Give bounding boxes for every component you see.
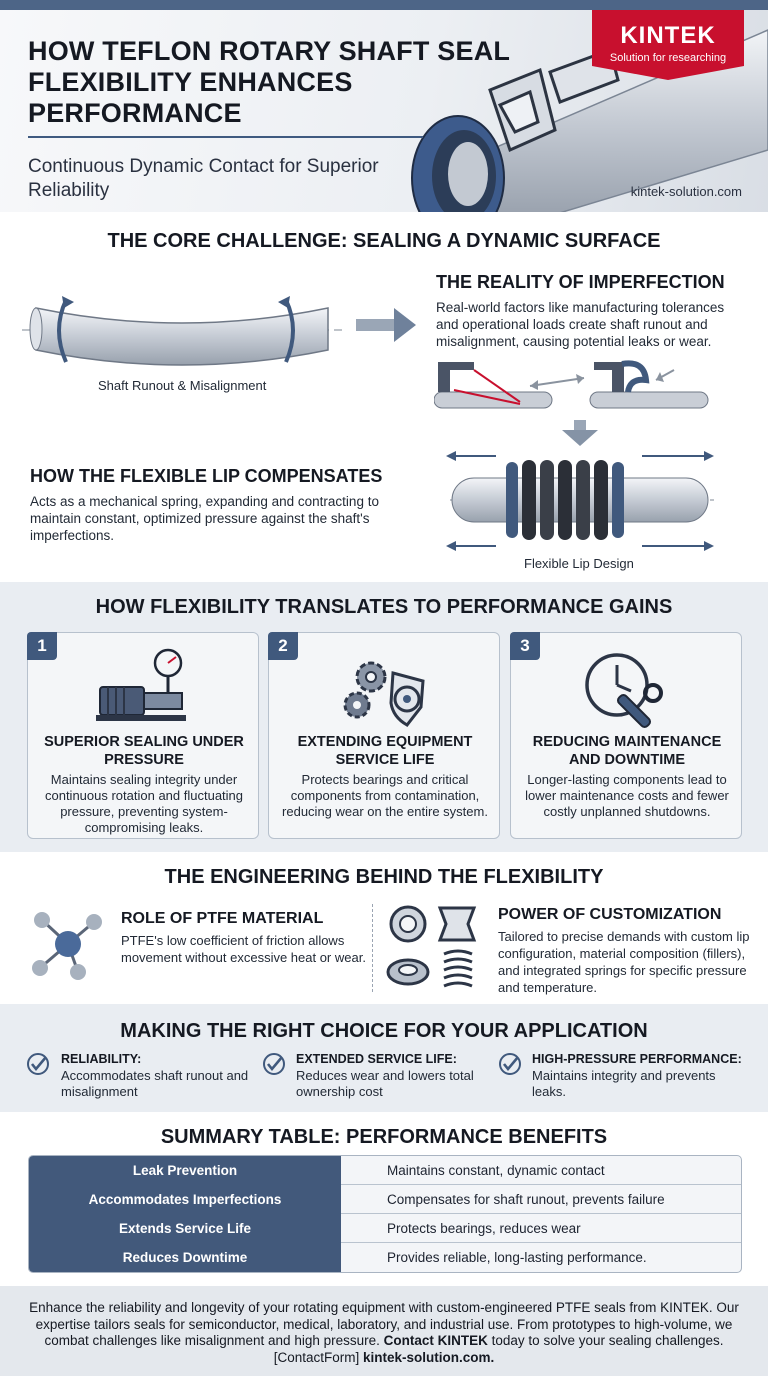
choice-text-1: Accommodates shaft runout and misalignme… <box>61 1068 249 1099</box>
gain-card-1: 1 SUPERIOR SEALING UNDER PRESSURE Mainta… <box>27 632 259 839</box>
check-circle-icon <box>263 1053 285 1075</box>
table-value: Compensates for shaft runout, prevents f… <box>387 1192 665 1207</box>
brand-tagline: Solution for researching <box>609 52 727 64</box>
card-text: Maintains sealing integrity under contin… <box>44 772 244 835</box>
choice-title-2: EXTENDED SERVICE LIFE: <box>296 1052 457 1066</box>
engineering-divider <box>372 904 373 992</box>
custom-text: Tailored to precise demands with custom … <box>498 929 750 995</box>
ptfe-text: PTFE's low coefficient of friction allow… <box>121 933 366 965</box>
core-section-title: THE CORE CHALLENGE: SEALING A DYNAMIC SU… <box>107 230 661 252</box>
shaft-caption: Shaft Runout & Misalignment <box>98 378 267 393</box>
choice-text-2: Reduces wear and lowers total ownership … <box>296 1068 474 1099</box>
header-url[interactable]: kintek-solution.com <box>630 184 742 199</box>
table-row: Leak Prevention Maintains constant, dyna… <box>29 1156 741 1185</box>
page-subtitle: Continuous Dynamic Contact for Superior … <box>28 156 379 201</box>
table-key: Extends Service Life <box>29 1214 341 1243</box>
engineering-section: THE ENGINEERING BEHIND THE FLEXIBILITY R… <box>0 852 768 1004</box>
card-title: REDUCING MAINTENANCE AND DOWNTIME <box>532 734 722 768</box>
gain-card-3: 3 REDUCING MAINTENANCE AND DOWNTIME Long… <box>510 632 742 839</box>
page-title: HOW TEFLON ROTARY SHAFT SEAL FLEXIBILITY… <box>28 36 510 128</box>
right-arrow-icon <box>356 308 416 342</box>
table-row: Reduces Downtime Provides reliable, long… <box>29 1243 741 1272</box>
choice-title-1: RELIABILITY: <box>61 1052 142 1066</box>
card-number: 3 <box>510 632 540 660</box>
footer-text: Enhance the reliability and longevity of… <box>24 1300 744 1366</box>
summary-table: Leak Prevention Maintains constant, dyna… <box>28 1155 742 1273</box>
choice-text-3: Maintains integrity and prevents leaks. <box>532 1068 716 1099</box>
brand-name: KINTEK <box>620 22 716 49</box>
table-value: Maintains constant, dynamic contact <box>387 1163 605 1178</box>
core-challenge-section: THE CORE CHALLENGE: SEALING A DYNAMIC SU… <box>0 212 768 582</box>
table-key: Leak Prevention <box>29 1156 341 1185</box>
custom-title: POWER OF CUSTOMIZATION <box>498 906 722 923</box>
table-row: Accommodates Imperfections Compensates f… <box>29 1185 741 1214</box>
card-title: SUPERIOR SEALING UNDER PRESSURE <box>44 734 244 768</box>
summary-section-title: SUMMARY TABLE: PERFORMANCE BENEFITS <box>160 1126 608 1148</box>
footer: Enhance the reliability and longevity of… <box>0 1286 768 1376</box>
check-circle-icon <box>27 1053 49 1075</box>
contact-cta-link[interactable]: Contact KINTEK <box>383 1333 488 1348</box>
header-banner: HOW TEFLON ROTARY SHAFT SEAL FLEXIBILITY… <box>0 10 768 212</box>
flex-title: HOW THE FLEXIBLE LIP COMPENSATES <box>30 466 383 486</box>
top-accent-bar <box>0 0 768 10</box>
card-text: Protects bearings and critical component… <box>282 772 488 819</box>
footer-main-text: Enhance the reliability and longevity of… <box>29 1300 739 1348</box>
molecule-icon <box>32 912 102 980</box>
reality-title: THE REALITY OF IMPERFECTION <box>436 272 725 292</box>
table-row: Extends Service Life Protects bearings, … <box>29 1214 741 1243</box>
clock-wrench-icon <box>585 653 663 729</box>
card-text: Longer-lasting components lead to lower … <box>525 772 729 819</box>
card-number: 2 <box>268 632 298 660</box>
shaft-runout-illustration <box>22 296 342 366</box>
gains-section-title: HOW FLEXIBILITY TRANSLATES TO PERFORMANC… <box>95 596 673 618</box>
brand-badge[interactable]: KINTEK Solution for researching <box>592 10 744 80</box>
down-arrow-icon <box>562 420 598 446</box>
reality-text: Real-world factors like manufacturing to… <box>436 300 725 349</box>
table-value: Provides reliable, long-lasting performa… <box>387 1250 647 1265</box>
choice-title-3: HIGH-PRESSURE PERFORMANCE: <box>532 1052 742 1066</box>
table-key: Accommodates Imperfections <box>29 1185 341 1214</box>
right-choice-section: MAKING THE RIGHT CHOICE FOR YOUR APPLICA… <box>0 1004 768 1112</box>
choice-section-title: MAKING THE RIGHT CHOICE FOR YOUR APPLICA… <box>120 1020 648 1042</box>
check-circle-icon <box>499 1053 521 1075</box>
gears-shield-icon <box>343 661 425 727</box>
seal-variants-icon <box>386 905 477 988</box>
card-title: EXTENDING EQUIPMENT SERVICE LIFE <box>297 734 473 768</box>
ptfe-title: ROLE OF PTFE MATERIAL <box>121 910 324 927</box>
pump-gauge-icon <box>96 648 186 721</box>
footer-website-link[interactable]: kintek-solution.com. <box>363 1349 495 1365</box>
lip-caption: Flexible Lip Design <box>524 556 634 571</box>
engineering-section-title: THE ENGINEERING BEHIND THE FLEXIBILITY <box>164 866 604 888</box>
table-value: Protects bearings, reduces wear <box>387 1221 581 1236</box>
seal-lip-comparison-illustration <box>434 360 709 409</box>
flex-text: Acts as a mechanical spring, expanding a… <box>30 494 379 543</box>
gain-card-2: 2 EXTENDING EQUIPMENT SERVICE LIFE Prote… <box>268 632 500 839</box>
title-divider <box>28 136 423 138</box>
table-key: Reduces Downtime <box>29 1243 341 1272</box>
card-number: 1 <box>27 632 57 660</box>
footer-mid-text: today to solve your sealing challenges. … <box>273 1333 724 1365</box>
flexible-lip-illustration <box>446 451 714 551</box>
